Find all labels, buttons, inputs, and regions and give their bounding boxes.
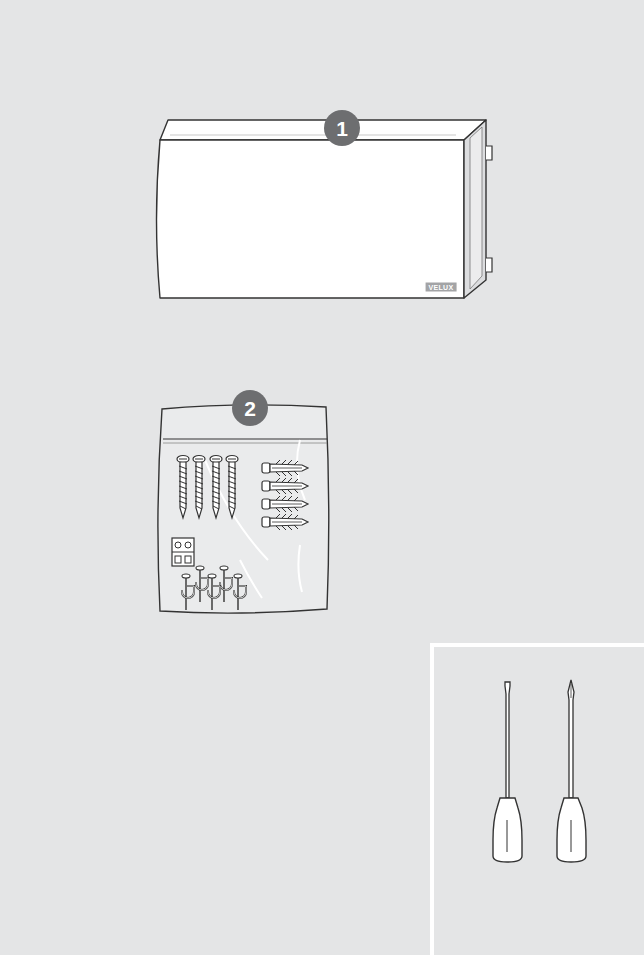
control-unit [157,110,493,298]
callout-circle [232,390,268,426]
brand-logo: VELUX [426,283,457,292]
callout-number: 1 [336,118,348,139]
phillips-screwdriver [557,680,586,862]
callout-number: 2 [244,398,256,419]
callout-circle [324,110,360,146]
terminal-block [172,538,194,566]
tools-panel [432,645,644,955]
flat-screwdriver [493,682,522,862]
fixings-bag [158,390,329,613]
